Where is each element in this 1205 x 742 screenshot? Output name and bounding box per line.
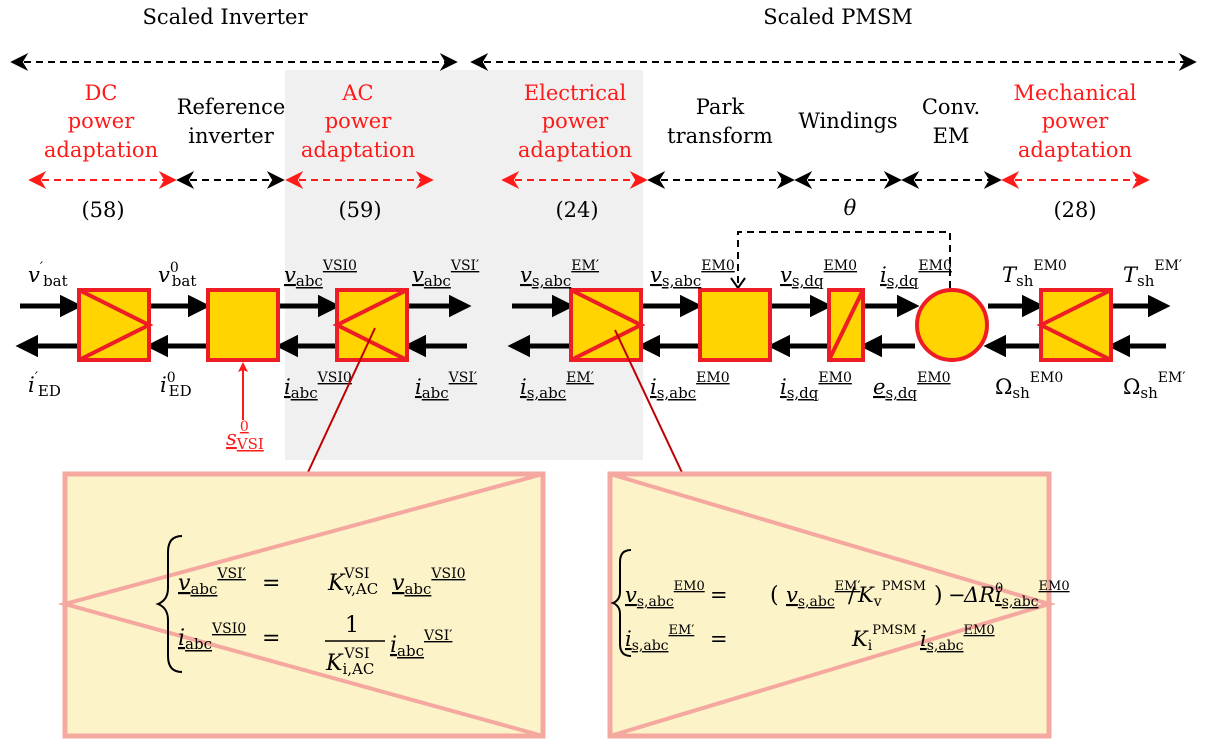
stage-conv-line1: Conv.	[922, 95, 980, 119]
sig-om-sh-em0: ΩshEM0	[995, 370, 1063, 402]
stage-ref-line2: inverter	[188, 124, 274, 148]
stage-elec-line1: Electrical	[524, 81, 627, 105]
stage-mech-line3: adaptation	[1018, 138, 1132, 162]
zoom-block-elec	[607, 471, 1056, 739]
sig-t-sh-emp: TshEM′	[1123, 258, 1182, 290]
block-windings	[827, 288, 865, 362]
eq-ac-row2-den: Ki,ACVSI	[325, 646, 374, 678]
eq-ac-row1-eq: =	[262, 571, 280, 596]
block-mech-adapt	[1036, 288, 1113, 362]
stage-ref-line1: Reference	[177, 95, 286, 119]
block-dc-adapt	[77, 288, 154, 362]
sig-v-sabc-em0: vs,abcEM0	[650, 258, 735, 290]
sig-v-bat-prime: v′bat	[28, 260, 68, 290]
stage-ac-line3: adaptation	[301, 138, 415, 162]
stage-dc-line2: power	[68, 109, 135, 133]
eq-elec-row1-slash: /	[848, 583, 856, 607]
stage-mech-line2: power	[1042, 109, 1109, 133]
zoom-block-ac	[57, 471, 546, 739]
sig-i-sabc-em0: is,abcEM0	[650, 370, 730, 402]
stage-mech-line1: Mechanical	[1014, 81, 1137, 105]
stage-elec-line2: power	[542, 109, 609, 133]
sig-t-sh-em0: TshEM0	[1002, 258, 1067, 290]
ref-ac: (59)	[338, 198, 381, 222]
brace-left	[155, 535, 183, 673]
sig-om-sh-emp: ΩshEM′	[1123, 370, 1186, 402]
ref-elec: (24)	[555, 198, 598, 222]
eq-elec-row1-minus: −	[948, 583, 966, 607]
eq-elec-row1-lparen: (	[770, 583, 779, 608]
stage-conv-line2: EM	[933, 124, 970, 148]
stage-windings: Windings	[798, 109, 897, 133]
eq-ac-row1-coef: Kv,ACVSI	[327, 566, 378, 598]
eq-elec-row1-eq: =	[710, 583, 728, 607]
group-title-pmsm: Scaled PMSM	[763, 5, 912, 29]
sig-e-sdq-em0: es,dqEM0	[873, 370, 951, 402]
zoom-arrow-elec	[614, 329, 696, 501]
block-conv-em	[915, 288, 989, 362]
eq-elec-row1-rparen: )	[934, 583, 943, 608]
block-ref-inverter	[206, 288, 280, 362]
sig-i-sdq-em0: is,dqEM0	[780, 370, 852, 402]
ref-mech: (28)	[1053, 198, 1096, 222]
stage-labels: DC power adaptation Reference inverter A…	[44, 81, 1137, 162]
sig-i-sdq-em0-top: is,dqEM0	[880, 258, 952, 290]
stage-park-line1: Park	[696, 95, 745, 119]
stage-ac-line2: power	[325, 109, 392, 133]
zoom-arrow-ac	[294, 327, 376, 501]
sig-s-vsi0: sVSI0	[226, 419, 264, 453]
sig-i-ed-prime: i′ED	[28, 370, 61, 400]
eq-ac-row2-num: 1	[345, 613, 359, 638]
block-park	[698, 288, 772, 362]
stage-elec-line3: adaptation	[518, 138, 632, 162]
stage-dc-line1: DC	[85, 81, 118, 105]
theta-feedback	[737, 231, 951, 288]
sig-v-sdq-em0: vs,dqEM0	[780, 258, 857, 290]
brace-right	[610, 549, 632, 657]
ref-theta: θ	[844, 196, 857, 220]
block-elec-adapt	[569, 288, 646, 362]
ref-dc: (58)	[81, 198, 124, 222]
eq-elec-row1-a: vs,abcEM′	[786, 579, 860, 610]
stage-dc-line3: adaptation	[44, 138, 158, 162]
eq-elec-row2-eq: =	[710, 627, 728, 651]
block-ac-adapt	[332, 288, 409, 362]
stage-ac-line1: AC	[341, 81, 373, 105]
eq-ac-row2-eq: =	[262, 626, 280, 651]
group-title-inverter: Scaled Inverter	[143, 5, 309, 29]
stage-park-line2: transform	[667, 124, 773, 148]
